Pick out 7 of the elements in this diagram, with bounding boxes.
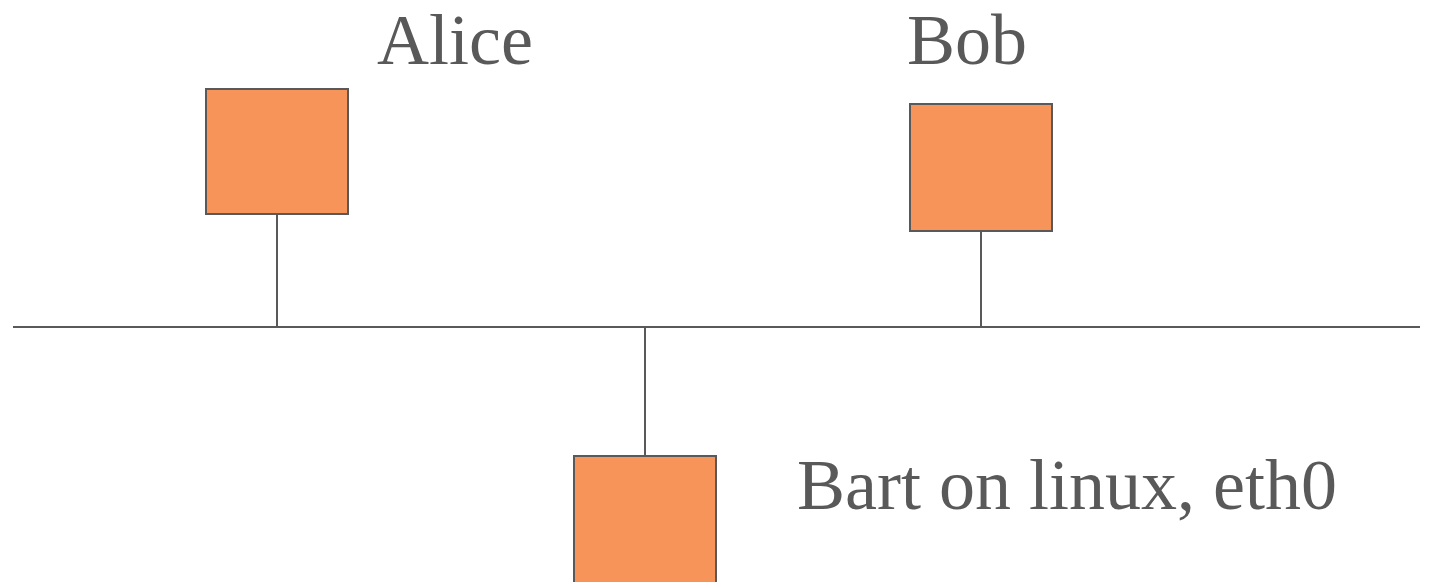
host-label: Alice [377,4,533,76]
network-bus-line [13,326,1420,328]
connector-line [980,231,982,327]
host-label: Bob [907,4,1028,76]
host-label: Bart on linux, eth0 [797,449,1337,521]
connector-line [644,327,646,456]
connector-line [276,214,278,327]
